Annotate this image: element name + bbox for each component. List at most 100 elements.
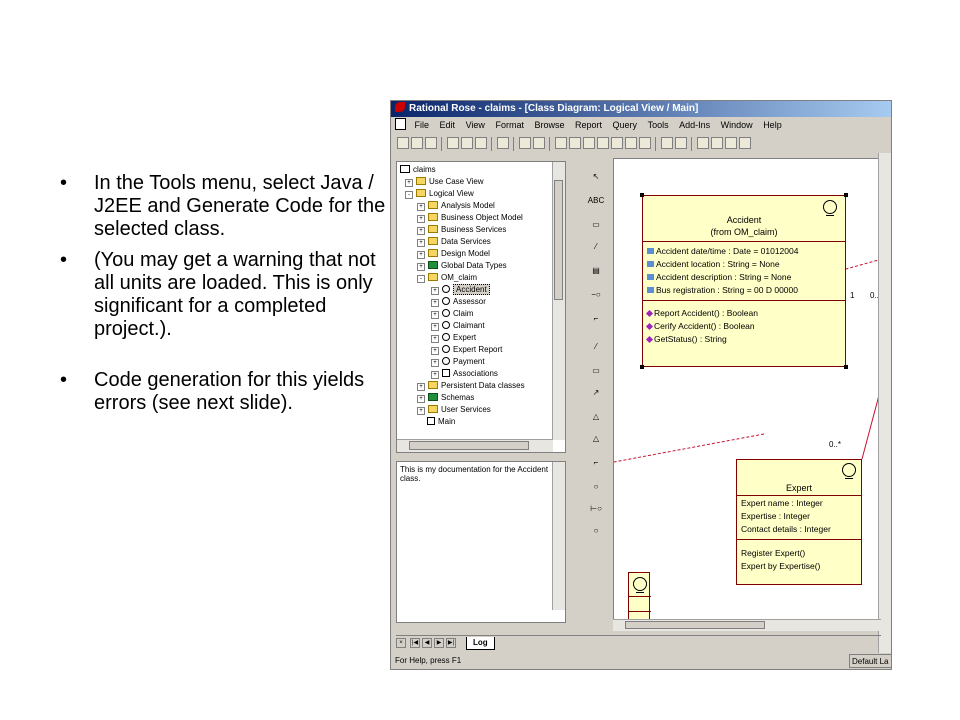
next-tab-icon[interactable]: ▶ — [434, 638, 444, 648]
unidirectional-association-icon[interactable]: ⁄ — [595, 342, 597, 351]
document-icon[interactable] — [395, 118, 406, 130]
scroll-thumb[interactable] — [625, 621, 765, 629]
scroll-thumb[interactable] — [554, 180, 563, 300]
expand-icon[interactable]: + — [417, 395, 425, 403]
association-icon[interactable]: ⌐ — [593, 314, 599, 323]
paste-icon[interactable] — [475, 137, 487, 149]
tree-item-business-services[interactable]: +Business Services — [417, 224, 506, 236]
doc-vertical-scrollbar[interactable] — [552, 462, 565, 610]
expand-icon[interactable]: + — [431, 299, 439, 307]
attribute[interactable]: Accident date/time : Date = 01012004 — [647, 245, 845, 258]
save-icon[interactable] — [425, 137, 437, 149]
tree-item-global-data-types[interactable]: +Global Data Types — [417, 260, 507, 272]
expand-icon[interactable]: + — [405, 179, 413, 187]
browse-class-icon[interactable] — [555, 137, 567, 149]
dependency-icon[interactable]: ↗ — [592, 388, 600, 397]
expand-icon[interactable]: + — [417, 239, 425, 247]
menu-add-ins[interactable]: Add-Ins — [679, 120, 711, 130]
menu-format[interactable]: Format — [495, 120, 524, 130]
diagram-horizontal-scrollbar[interactable] — [613, 619, 881, 631]
class-partial[interactable] — [628, 572, 651, 629]
tree-item-design-model[interactable]: +Design Model — [417, 248, 490, 260]
browser-horizontal-scrollbar[interactable] — [397, 439, 553, 452]
association-class-icon[interactable]: ⌐ — [593, 458, 599, 467]
menu-file[interactable]: File — [414, 120, 430, 130]
tab-log[interactable]: Log — [466, 637, 495, 650]
view-doc-icon[interactable] — [533, 137, 545, 149]
expand-icon[interactable]: + — [417, 227, 425, 235]
expand-icon[interactable]: + — [431, 311, 439, 319]
menu-browse[interactable]: Browse — [534, 120, 565, 130]
class-expert[interactable]: Expert Expert name : Integer Expertise :… — [736, 459, 862, 585]
tree-item-main[interactable]: Main — [427, 416, 455, 428]
tree-item-claimant[interactable]: +Claimant — [431, 320, 485, 332]
anchor-note-icon[interactable]: ⁄ — [595, 242, 597, 251]
entity-class-icon[interactable]: ○ — [593, 526, 599, 535]
open-icon[interactable] — [411, 137, 423, 149]
undo-fit-window-icon[interactable] — [739, 137, 751, 149]
menu-report[interactable]: Report — [575, 120, 603, 130]
class-tool-icon[interactable]: ▤ — [592, 266, 600, 275]
browse-previous-icon[interactable] — [639, 137, 651, 149]
selection-handle[interactable] — [844, 365, 848, 369]
class-accident[interactable]: Accident (from OM_claim) Accident date/t… — [642, 195, 846, 367]
expand-icon[interactable]: + — [417, 407, 425, 415]
menu-query[interactable]: Query — [612, 120, 638, 130]
attribute[interactable]: Expert name : Integer — [741, 498, 823, 508]
attribute[interactable]: Accident description : String = None — [647, 271, 845, 284]
browse-state-icon[interactable] — [597, 137, 609, 149]
operation[interactable]: Report Accident() : Boolean — [645, 307, 845, 320]
expand-icon[interactable]: + — [417, 251, 425, 259]
attribute[interactable]: Expertise : Integer — [741, 511, 810, 521]
expand-icon[interactable]: + — [431, 371, 439, 379]
window-titlebar[interactable]: Rational Rose - claims - [Class Diagram:… — [391, 101, 891, 117]
print-icon[interactable] — [497, 137, 509, 149]
browse-interaction-icon[interactable] — [569, 137, 581, 149]
text-box-tool[interactable]: ABC — [587, 196, 605, 205]
context-help-icon[interactable] — [519, 137, 531, 149]
zoom-out-icon[interactable] — [711, 137, 723, 149]
tree-item-business-object-model[interactable]: +Business Object Model — [417, 212, 523, 224]
scroll-thumb[interactable] — [409, 441, 529, 450]
tree-item-assessor[interactable]: +Assessor — [431, 296, 486, 308]
menu-view[interactable]: View — [465, 120, 485, 130]
operation[interactable]: Register Expert() — [741, 548, 806, 558]
selection-handle[interactable] — [640, 365, 644, 369]
operation[interactable]: GetStatus() : String — [645, 333, 845, 346]
tree-item-om-claim[interactable]: -OM_claim — [417, 272, 477, 284]
tree-item-user-services[interactable]: +User Services — [417, 404, 491, 416]
expand-icon[interactable]: + — [431, 287, 439, 295]
attribute[interactable]: Accident location : String = None — [647, 258, 845, 271]
menu-tools[interactable]: Tools — [647, 120, 669, 130]
collapse-icon[interactable]: - — [417, 275, 425, 283]
browser-vertical-scrollbar[interactable] — [552, 162, 565, 440]
attribute[interactable]: Bus registration : String = 00 D 00000 — [647, 284, 845, 297]
zoom-in-icon[interactable] — [697, 137, 709, 149]
tree-item-expert-report[interactable]: +Expert Report — [431, 344, 502, 356]
browse-parent-icon[interactable] — [625, 137, 637, 149]
last-tab-icon[interactable]: ▶| — [446, 638, 456, 648]
boundary-class-icon[interactable]: ⊢○ — [590, 504, 602, 513]
first-tab-icon[interactable]: |◀ — [410, 638, 420, 648]
new-icon[interactable] — [397, 137, 409, 149]
tree-item-schemas[interactable]: +Schemas — [417, 392, 474, 404]
control-class-icon[interactable]: ○ — [593, 482, 599, 491]
fit-window-icon[interactable] — [725, 137, 737, 149]
browse-deployment-icon[interactable] — [611, 137, 623, 149]
tree-item-claims[interactable]: claims — [400, 164, 436, 176]
package-tool-icon[interactable]: ▭ — [592, 366, 600, 375]
tree-item-persistent-data-classes[interactable]: +Persistent Data classes — [417, 380, 525, 392]
class-diagram-canvas[interactable]: Accident (from OM_claim) Accident date/t… — [613, 158, 883, 630]
prev-tab-icon[interactable]: ◀ — [422, 638, 432, 648]
documentation-text[interactable]: This is my documentation for the Acciden… — [400, 465, 549, 483]
tree-item-analysis-model[interactable]: +Analysis Model — [417, 200, 495, 212]
expand-icon[interactable]: + — [417, 215, 425, 223]
note-icon[interactable]: ▭ — [592, 220, 600, 229]
undo-fit-icon[interactable] — [661, 137, 673, 149]
expand-icon[interactable]: + — [417, 263, 425, 271]
collapse-icon[interactable]: - — [405, 191, 413, 199]
close-icon[interactable]: × — [396, 638, 406, 648]
copy-icon[interactable] — [461, 137, 473, 149]
interface-icon[interactable]: −○ — [591, 290, 601, 299]
tree-item-accident[interactable]: +Accident — [431, 284, 490, 296]
